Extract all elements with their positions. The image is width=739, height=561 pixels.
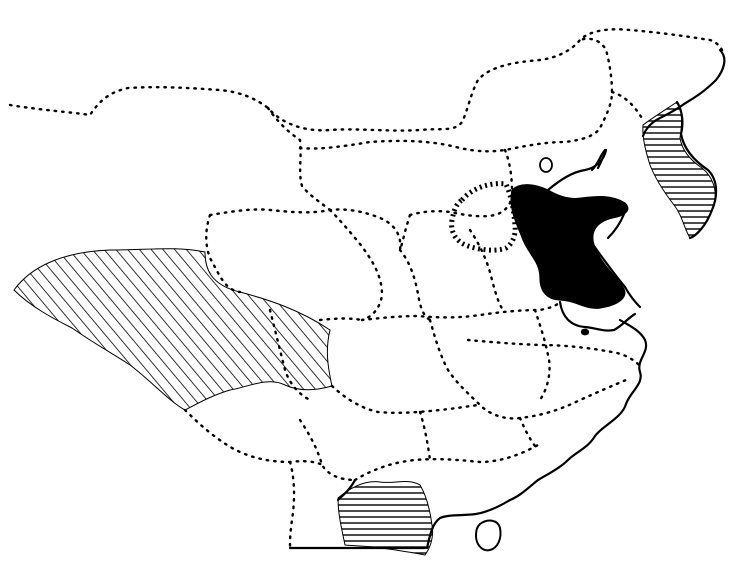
boundary-g — [468, 228, 507, 314]
boundary-r — [418, 410, 432, 462]
boundary-h — [360, 300, 562, 322]
horizontal-hatched-south-region — [337, 481, 433, 556]
peninsula-coastline — [675, 100, 718, 240]
boundary-m — [330, 384, 482, 415]
boundary-q — [353, 443, 540, 482]
boundary-e — [398, 213, 412, 252]
northern-boundary — [8, 28, 724, 132]
northeast-boundary — [610, 90, 645, 122]
east-coastline — [425, 148, 648, 550]
boundary-o — [298, 418, 357, 482]
tiny-island-east — [581, 328, 589, 336]
diagonal-hatched-west-region — [13, 248, 333, 411]
internal-boundaries — [8, 28, 724, 550]
boundary-c — [398, 248, 432, 322]
boundary-i — [318, 317, 364, 322]
northwest-inner-boundary — [266, 106, 332, 212]
boundary-f — [503, 148, 514, 192]
boundary-t — [288, 460, 296, 550]
north-central-boundary — [298, 37, 614, 153]
boundary-j — [428, 318, 628, 420]
south-island — [474, 519, 502, 552]
northeast-coastline — [641, 48, 726, 138]
boundary-n — [268, 308, 312, 402]
boundary-l — [466, 338, 644, 370]
small-island-north — [539, 157, 553, 173]
dashed-enclave-region — [449, 181, 518, 253]
bay-shoreline — [590, 148, 607, 172]
boundary-p — [183, 408, 324, 467]
boundary-k — [533, 308, 551, 402]
south-peninsula-coast — [336, 478, 357, 502]
boundary-b — [328, 208, 384, 322]
solid-black-region — [510, 184, 629, 309]
coastline — [288, 48, 726, 550]
